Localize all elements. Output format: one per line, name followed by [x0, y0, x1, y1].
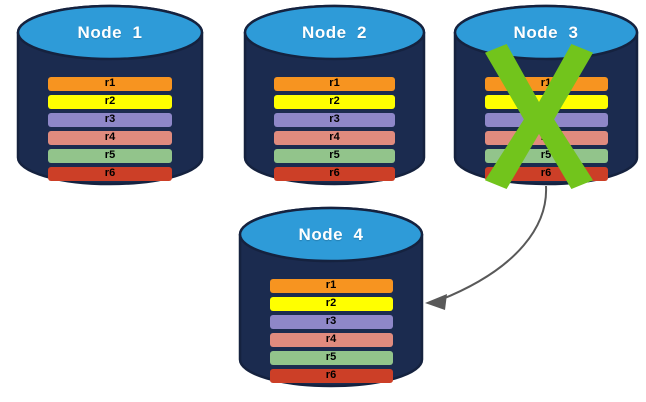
- row-label: r2: [540, 94, 552, 107]
- row-block-r2[interactable]: r2: [274, 94, 395, 109]
- row-label: r5: [104, 148, 116, 161]
- row-block-r2[interactable]: r2: [484, 94, 608, 109]
- row-label: r3: [540, 112, 552, 125]
- row-label: r3: [104, 112, 116, 125]
- node-cylinder[interactable]: Node 2 r1 r2 r3 r4 r5 r6: [243, 4, 426, 186]
- row-label: r3: [329, 112, 340, 125]
- row-block-r2[interactable]: r2: [48, 94, 172, 109]
- row-block-r3[interactable]: r3: [274, 112, 395, 127]
- row-block-r3[interactable]: r3: [484, 112, 608, 127]
- row-block-r5[interactable]: r5: [274, 148, 395, 163]
- row-block-r1[interactable]: r1: [269, 278, 393, 293]
- row-label: r1: [104, 76, 116, 89]
- row-block-r6[interactable]: r6: [269, 368, 393, 383]
- row-block-r3[interactable]: r3: [48, 112, 172, 127]
- row-label: r4: [325, 332, 337, 345]
- row-label: r6: [104, 166, 116, 179]
- row-block-r4[interactable]: r4: [274, 130, 395, 145]
- row-label: r6: [329, 166, 340, 179]
- node-cylinder[interactable]: Node 3 r1 r2 r3 r4 r5 r6: [453, 4, 639, 186]
- row-label: r2: [325, 296, 337, 309]
- row-label: r4: [540, 130, 552, 143]
- row-label: r1: [540, 76, 552, 89]
- row-block-r5[interactable]: r5: [484, 148, 608, 163]
- row-block-r4[interactable]: r4: [48, 130, 172, 145]
- row-label: r4: [104, 130, 116, 143]
- row-label: r6: [540, 166, 552, 179]
- row-block-r6[interactable]: r6: [48, 166, 172, 181]
- row-list: r1 r2 r3 r4 r5 r6: [16, 76, 204, 181]
- node-title: Node 1: [77, 22, 143, 42]
- row-list: r1 r2 r3 r4 r5 r6: [243, 76, 426, 181]
- node-cylinder[interactable]: Node 4 r1 r2 r3 r4 r5 r6: [238, 206, 424, 388]
- row-block-r1[interactable]: r1: [274, 76, 395, 91]
- row-label: r2: [104, 94, 116, 107]
- cylinder-top-ellipse: [238, 206, 424, 263]
- row-block-r4[interactable]: r4: [484, 130, 608, 145]
- row-list: r1 r2 r3 r4 r5 r6: [238, 278, 424, 383]
- cylinder-top-ellipse: [16, 4, 204, 61]
- node-title: Node 2: [302, 22, 367, 42]
- row-label: r6: [325, 368, 337, 381]
- row-block-r1[interactable]: r1: [48, 76, 172, 91]
- cylinder-top-ellipse: [243, 4, 426, 61]
- row-label: r1: [325, 278, 337, 291]
- row-label: r2: [329, 94, 340, 107]
- row-label: r5: [325, 350, 337, 363]
- node-cylinder[interactable]: Node 1 r1 r2 r3 r4 r5 r6: [16, 4, 204, 186]
- row-label: r4: [329, 130, 340, 143]
- row-block-r6[interactable]: r6: [274, 166, 395, 181]
- row-block-r3[interactable]: r3: [269, 314, 393, 329]
- row-block-r5[interactable]: r5: [48, 148, 172, 163]
- row-block-r1[interactable]: r1: [484, 76, 608, 91]
- row-block-r5[interactable]: r5: [269, 350, 393, 365]
- row-label: r3: [325, 314, 337, 327]
- row-list: r1 r2 r3 r4 r5 r6: [453, 76, 639, 181]
- row-block-r2[interactable]: r2: [269, 296, 393, 311]
- node-title: Node 3: [513, 22, 579, 42]
- row-label: r5: [540, 148, 552, 161]
- row-label: r5: [329, 148, 340, 161]
- row-label: r1: [329, 76, 340, 89]
- row-block-r6[interactable]: r6: [484, 166, 608, 181]
- row-block-r4[interactable]: r4: [269, 332, 393, 347]
- node-title: Node 4: [298, 224, 364, 244]
